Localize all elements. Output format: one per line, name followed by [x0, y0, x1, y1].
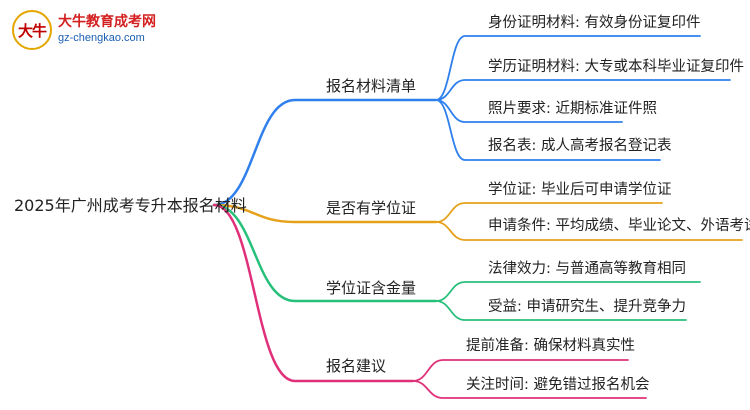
leaf-connector: [435, 221, 743, 241]
branch-degree-availability: 是否有学位证: [326, 199, 417, 217]
leaf-connector: [412, 380, 647, 399]
leaf-registration-form: 报名表: 成人高考报名登记表: [488, 138, 672, 154]
leaf-degree-certificate: 学位证: 毕业后可申请学位证: [488, 182, 672, 198]
leaf-connector: [435, 99, 661, 161]
branch-degree-value: 学位证含金量: [326, 279, 417, 297]
branch-application-advice: 报名建议: [326, 357, 387, 375]
leaf-id-document: 身份证明材料: 有效身份证复印件: [488, 15, 701, 31]
leaf-education-proof: 学历证明材料: 大专或本科毕业证复印件: [488, 59, 744, 75]
leaf-connector: [435, 281, 701, 302]
leaf-photo-requirement: 照片要求: 近期标准证件照: [488, 101, 657, 117]
leaf-advance-preparation: 提前准备: 确保材料真实性: [466, 338, 635, 354]
leaf-watch-deadlines: 关注时间: 避免错过报名机会: [466, 377, 650, 393]
leaf-connector: [435, 79, 731, 101]
branch-connector: [212, 203, 415, 383]
logo-url: gz-chengkao.com: [58, 32, 145, 44]
branch-connector: [212, 203, 438, 303]
root-node: 2025年广州成考专升本报名材料: [14, 196, 247, 215]
branch-connector: [212, 203, 438, 224]
branch-materials-list: 报名材料清单: [326, 77, 417, 95]
logo-name: 大牛教育成考网: [58, 14, 156, 30]
branch-connector: [212, 98, 438, 207]
leaf-connector: [435, 202, 663, 223]
leaf-connector: [412, 359, 629, 382]
leaf-connector: [435, 300, 687, 321]
leaf-application-conditions: 申请条件: 平均成绩、毕业论文、外语考试: [488, 218, 750, 234]
leaf-benefits: 受益: 申请研究生、提升竞争力: [488, 299, 686, 315]
leaf-connector: [435, 35, 701, 101]
logo-icon: 大牛: [12, 10, 52, 50]
site-logo: 大牛 大牛教育成考网 gz-chengkao.com: [12, 8, 162, 52]
leaf-legal-effect: 法律效力: 与普通高等教育相同: [488, 261, 686, 277]
